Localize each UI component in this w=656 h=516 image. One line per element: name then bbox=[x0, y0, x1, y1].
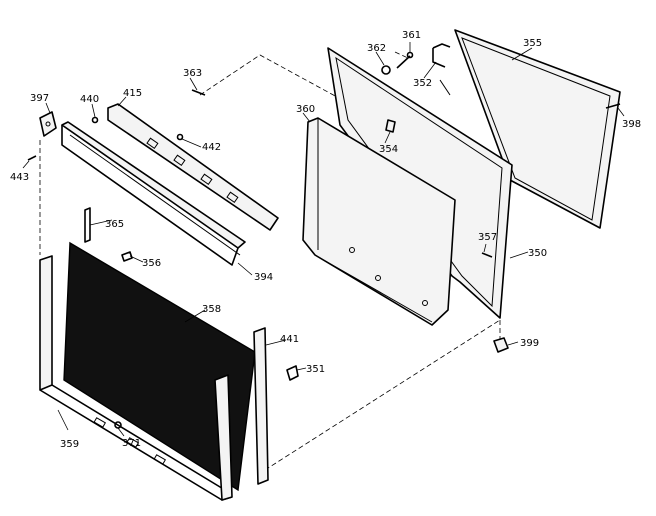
hinge-bracket bbox=[39, 111, 57, 137]
callout-358: 358 bbox=[202, 304, 221, 315]
callout-399: 399 bbox=[520, 338, 539, 349]
inner-door-liner bbox=[302, 117, 456, 326]
callout-441: 441 bbox=[280, 334, 299, 345]
callout-397: 397 bbox=[30, 93, 49, 104]
vertical-strip bbox=[253, 327, 269, 485]
leader-lines bbox=[22, 42, 625, 437]
screen-frame bbox=[39, 255, 233, 501]
callout-354: 354 bbox=[379, 144, 398, 155]
callout-labels: 397 440 415 363 442 443 365 356 394 358 … bbox=[10, 30, 641, 450]
callout-351: 351 bbox=[306, 364, 325, 375]
callout-371: 371 bbox=[122, 438, 141, 449]
side-bracket bbox=[84, 207, 91, 243]
callout-415: 415 bbox=[123, 88, 142, 99]
callout-359: 359 bbox=[60, 439, 79, 450]
callout-356: 356 bbox=[142, 258, 161, 269]
callout-350: 350 bbox=[528, 248, 547, 259]
callout-355: 355 bbox=[523, 38, 542, 49]
callout-442: 442 bbox=[202, 142, 221, 153]
right-hardware bbox=[381, 43, 621, 353]
callout-357: 357 bbox=[478, 232, 497, 243]
callout-363: 363 bbox=[183, 68, 202, 79]
callout-361: 361 bbox=[402, 30, 421, 41]
callout-394: 394 bbox=[254, 272, 273, 283]
callout-443: 443 bbox=[10, 172, 29, 183]
callout-362: 362 bbox=[367, 43, 386, 54]
outer-door-panel bbox=[454, 29, 621, 229]
mesh-screen bbox=[63, 241, 256, 492]
top-channel-assembly bbox=[27, 89, 279, 266]
callout-440: 440 bbox=[80, 94, 99, 105]
callout-398: 398 bbox=[622, 119, 641, 130]
callout-360: 360 bbox=[296, 104, 315, 115]
callout-365: 365 bbox=[105, 219, 124, 230]
callout-352: 352 bbox=[413, 78, 432, 89]
